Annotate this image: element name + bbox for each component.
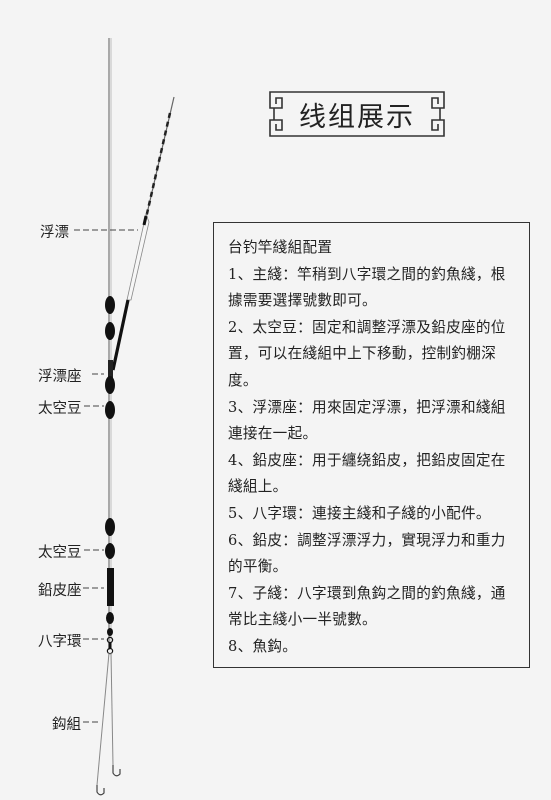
label-float-seat: 浮漂座 xyxy=(38,369,82,385)
space-bean-2 xyxy=(105,322,115,340)
title-box: 线组展示 xyxy=(268,86,446,142)
hook-left xyxy=(96,785,105,796)
info-item: 8、魚鈎。 xyxy=(228,637,298,655)
info-heading: 台钓竿綫組配置 xyxy=(228,239,333,256)
info-box: 台钓竿綫組配置 1、主綫：竿稍到八字環之間的釣魚綫，根據需要選擇號數即可。 2、… xyxy=(213,222,530,668)
info-item: 3、浮漂座：用來固定浮漂，把浮漂和綫組連接在一起。 xyxy=(228,398,506,443)
page-title: 线组展示 xyxy=(299,101,415,133)
space-bean-4 xyxy=(105,518,115,536)
swivel xyxy=(108,642,112,648)
fret-border-icon xyxy=(269,91,445,137)
info-item: 2、太空豆：固定和調整浮漂及鉛皮座的位置，可以在綫組中上下移動，控制釣棚深度。 xyxy=(228,318,506,389)
label-space-bean-bottom: 太空豆 xyxy=(38,545,82,561)
label-sinker-seat: 鉛皮座 xyxy=(38,583,82,599)
float-seat xyxy=(108,360,113,378)
float-icon xyxy=(111,96,175,371)
space-bean-3 xyxy=(105,401,115,419)
label-float: 浮漂 xyxy=(40,225,69,241)
info-item: 1、主綫：竿稍到八字環之間的釣魚綫，根據需要選擇號數即可。 xyxy=(228,265,506,310)
label-space-bean-top: 太空豆 xyxy=(38,401,82,417)
label-hook-set: 鈎組 xyxy=(52,717,81,733)
info-item: 4、鉛皮座：用于纏绕鉛皮，把鉛皮固定在綫組上。 xyxy=(228,451,506,496)
sinker-seat xyxy=(107,568,114,606)
space-bean-5 xyxy=(105,543,115,559)
info-item: 7、子綫：八字環到魚鈎之間的釣魚綫，通常比主綫小一半號數。 xyxy=(228,584,506,629)
info-item: 6、鉛皮：調整浮漂浮力，實現浮力和重力的平衡。 xyxy=(228,531,506,576)
info-item: 5、八字環：連接主綫和子綫的小配件。 xyxy=(228,504,491,522)
hook-right xyxy=(112,765,121,777)
space-bean-1 xyxy=(105,296,115,314)
label-swivel: 八字環 xyxy=(38,634,82,650)
